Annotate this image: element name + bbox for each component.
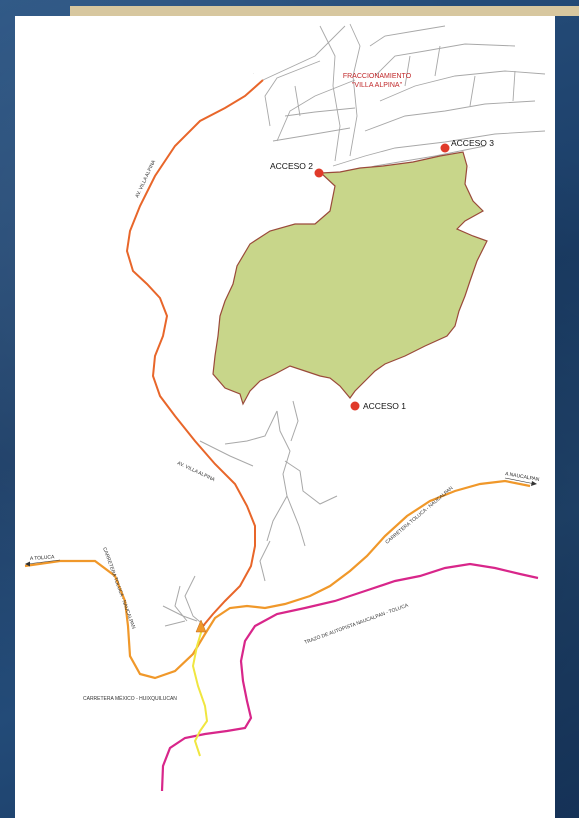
a-naucalpan-label: A NAUCALPAN — [505, 471, 541, 483]
a-toluca-arrow-line — [26, 559, 61, 565]
autopista-naucalpan-toluca-road — [160, 562, 539, 792]
carretera-mexico-huixquilucan-road — [191, 625, 209, 757]
frame-strip — [70, 6, 579, 16]
av-villa-alpina-road — [125, 79, 264, 627]
acceso-1-marker — [350, 401, 360, 411]
carretera-toluca-naucalpan-road — [24, 479, 531, 680]
acceso-2-label: ACCESO 2 — [270, 161, 313, 171]
autopista-label: TRAZO DE AUTOPISTA NAUCALPAN - TOLUCA — [304, 602, 410, 646]
acceso-1-label: ACCESO 1 — [363, 401, 406, 411]
acceso-2-marker — [314, 168, 324, 178]
acceso-3-marker — [440, 143, 450, 153]
carretera-huixquilucan-label: CARRETERA MÉXICO - HUIXQUILUCAN — [83, 695, 177, 702]
a-naucalpan-arrowhead — [531, 481, 537, 486]
parcel-vertex-labels: . — [469, 165, 470, 169]
a-naucalpan-arrow-line — [504, 477, 536, 485]
svg-text:.: . — [251, 71, 254, 75]
a-toluca-label: A TOLUCA — [30, 554, 56, 562]
villa-alpina-streets — [262, 23, 546, 177]
acceso-3-label: ACCESO 3 — [451, 138, 494, 148]
site-location-map: . FRACCIONAMIENTO "VILLA ALPINA" . ACCES — [24, 23, 546, 792]
carretera-toluca-label-left: CARRETERA TOLUCA - NAUCALPAN — [101, 547, 136, 631]
fraccionamiento-label-line2: "VILLA ALPINA" — [352, 82, 403, 89]
street-name-labels: . — [251, 71, 254, 75]
property-parcel — [212, 151, 488, 406]
svg-text:.: . — [469, 165, 470, 169]
junction-marker — [195, 619, 207, 633]
av-villa-alpina-label-bottom: AV. VILLA ALPINA — [176, 460, 216, 483]
fraccionamiento-label-line1: FRACCIONAMIENTO — [343, 73, 412, 80]
map-panel: . FRACCIONAMIENTO "VILLA ALPINA" . ACCES — [15, 16, 555, 818]
carretera-toluca-label-right: CARRETERA TOLUCA - NAUCALPAN — [384, 485, 454, 545]
local-access-roads — [162, 400, 338, 627]
a-toluca-arrowhead — [25, 561, 30, 567]
